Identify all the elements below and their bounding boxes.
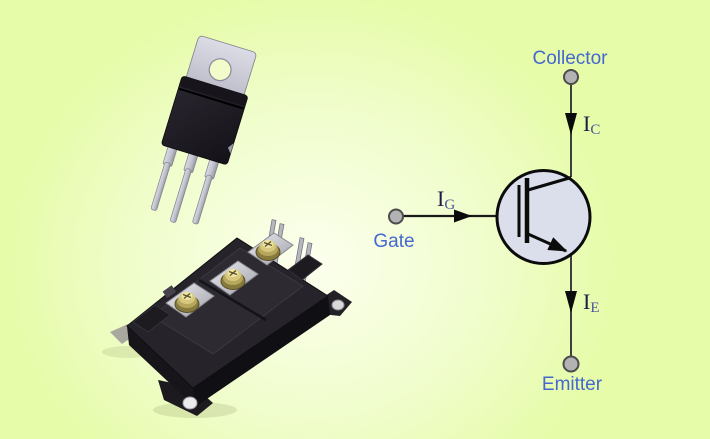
- to220-mounting-hole: [208, 58, 232, 82]
- module-right-flange-hole: [331, 299, 345, 311]
- emitter-current-arrow-icon: [565, 291, 577, 313]
- module-corner-block-right: [287, 254, 323, 281]
- emitter-label: Emitter: [542, 374, 603, 395]
- module-corner-block-left: [132, 304, 171, 333]
- terminal-screw-3: [255, 240, 281, 261]
- gate-label: Gate: [373, 231, 414, 252]
- module-group: [102, 219, 352, 418]
- to220-plastic-body: [161, 76, 248, 165]
- collector-current-arrow-icon: [565, 113, 577, 135]
- module-logo-mark: [162, 285, 177, 299]
- igbt-symbol-internals: [517, 176, 572, 253]
- terminal-screw-2: [220, 269, 246, 290]
- to220-body-group: [150, 35, 257, 225]
- module-raised-plateau: [151, 247, 304, 355]
- module-bottom-flange-hole: [182, 396, 198, 410]
- gate-current-arrow-icon: [454, 209, 472, 223]
- collector-label: Collector: [533, 48, 609, 69]
- emitter-branch-arrow-icon: [547, 237, 568, 252]
- collector-terminal-dot: [563, 69, 579, 85]
- emitter-current-label: IE: [583, 289, 600, 316]
- collector-current-label: IC: [583, 111, 600, 138]
- gate-current-label: IG: [437, 186, 455, 213]
- collector-branch: [527, 176, 572, 192]
- gate-terminal-dot: [388, 208, 404, 225]
- module-front-left-face: [127, 326, 195, 407]
- module-groove: [198, 278, 267, 322]
- module-front-right-face: [193, 296, 330, 407]
- terminal-screw-1: [174, 292, 200, 313]
- emitter-terminal-dot: [562, 355, 580, 373]
